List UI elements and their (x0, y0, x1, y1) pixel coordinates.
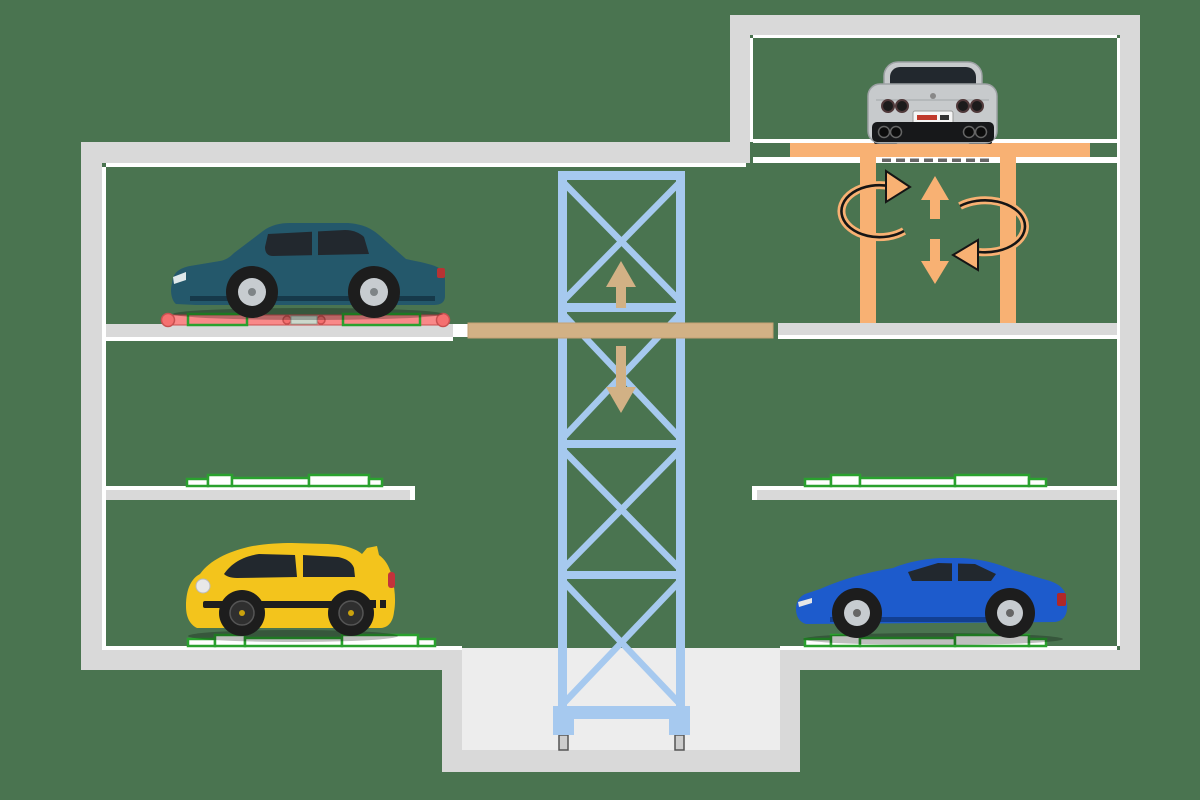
car-taillight (437, 268, 445, 278)
green-pallet-empty-middle-right (803, 473, 1048, 488)
car-b-pillar (312, 230, 318, 257)
lining-floor-middle-right (757, 486, 1120, 490)
pallet-green-frame (186, 312, 249, 327)
lining-under-floor-upper-left (102, 337, 453, 341)
pit-interior (462, 648, 780, 750)
wall-right (1120, 15, 1140, 670)
floor-upper-left (102, 324, 453, 337)
car-taillight (388, 572, 395, 588)
taillight-left-inner (895, 99, 909, 113)
tower-base-peg-left (558, 734, 569, 751)
pit-wall-left (442, 650, 462, 772)
cap-floor-middle-right (752, 486, 757, 500)
lift-platform-group (467, 261, 774, 413)
car-window-rear (303, 555, 355, 577)
car-headlight (173, 272, 186, 284)
tower-chord (558, 571, 685, 579)
tower-base-peg-right (674, 734, 685, 751)
exhaust (877, 125, 891, 139)
car-blue-coupe (796, 558, 1068, 645)
taillight-right-inner (956, 99, 970, 113)
car-shadow (803, 633, 1063, 645)
shuttle-column-right (1000, 157, 1016, 323)
tower-brace (560, 179, 683, 304)
building-walls (81, 15, 1140, 670)
car-headlight (798, 598, 812, 607)
shuttle-platform (790, 143, 1090, 157)
rotation-arrow-left-icon (837, 169, 912, 242)
taillight-right (970, 99, 984, 113)
car-rocker-trim (830, 617, 1030, 622)
floor-bottom-right (780, 650, 1140, 670)
lining-floor-bottom-right (780, 646, 1117, 650)
car-yellow (186, 543, 398, 642)
roller-wheel (435, 312, 451, 328)
cap-floor-upper-left (453, 324, 468, 337)
shuttle-down-arrow-icon (921, 239, 949, 284)
wall-top-left-section (81, 142, 750, 163)
car-taillight (1057, 593, 1066, 606)
car-shadow-dashes (882, 158, 989, 162)
car-silver-rear (867, 61, 998, 144)
car-headlight (195, 578, 211, 594)
red-roller-pallet (160, 312, 451, 328)
car-rocker-trim (190, 296, 435, 301)
lining-under-floor-upper-right (778, 335, 1120, 339)
lift-down-arrow-icon (606, 346, 636, 413)
wall-linings (102, 35, 1120, 650)
tower-brace (560, 578, 683, 707)
wall-left (81, 142, 102, 670)
green-pallet-under-yellow-car (186, 633, 437, 648)
tower-base-foot-left (553, 706, 574, 735)
green-pallet-empty-middle-left (185, 473, 384, 488)
lining-entry-slot-bottom (753, 157, 1117, 163)
cap-floor-middle-left (410, 486, 415, 500)
roller-wheel (160, 312, 176, 328)
rotation-arrow-right-icon (951, 196, 1029, 272)
exhaust (962, 125, 976, 139)
lining-entry-left (750, 38, 753, 142)
lift-up-arrow-icon (606, 261, 636, 308)
lining-right-wall (1117, 38, 1120, 646)
floor-upper-right (778, 323, 1120, 335)
lining-floor-middle-left (102, 486, 410, 490)
lining-left-wall (102, 167, 106, 646)
tower-brace (560, 447, 683, 572)
taillight-left (881, 99, 895, 113)
tower-base-foot-right (669, 706, 690, 735)
car-shadow (173, 308, 443, 320)
floor-middle-left (102, 490, 410, 500)
pit-floor (442, 750, 800, 772)
exhaust (889, 125, 903, 139)
lining-under-top-wall (106, 163, 746, 167)
rear-bumper (872, 122, 994, 142)
pit-wall-right (780, 650, 800, 772)
lift-pit (442, 648, 800, 772)
brand-badge (930, 93, 936, 99)
floor-middle-right (757, 490, 1120, 500)
car-window-front (224, 554, 297, 578)
car-suv (171, 223, 446, 320)
tower-base-bar (553, 706, 690, 719)
exhaust (974, 125, 988, 139)
wall-entry-section-top (730, 15, 1140, 35)
tower-chord (558, 171, 685, 180)
pallet-center-block (290, 315, 318, 325)
car-b-pillar (952, 562, 958, 582)
entry-shuttle (790, 143, 1090, 323)
lining-floor-bottom-left (102, 646, 462, 650)
shuttle-up-arrow-icon (921, 176, 949, 219)
tower-rail-right (676, 171, 685, 707)
wall-entry-section-left (730, 15, 750, 143)
tower-rail-left (558, 171, 567, 707)
car-shadow (188, 630, 398, 642)
lift-platform (467, 322, 774, 339)
floor-bottom-left (81, 650, 462, 670)
tower-chord (558, 440, 685, 448)
lining-entry-top (753, 35, 1117, 38)
